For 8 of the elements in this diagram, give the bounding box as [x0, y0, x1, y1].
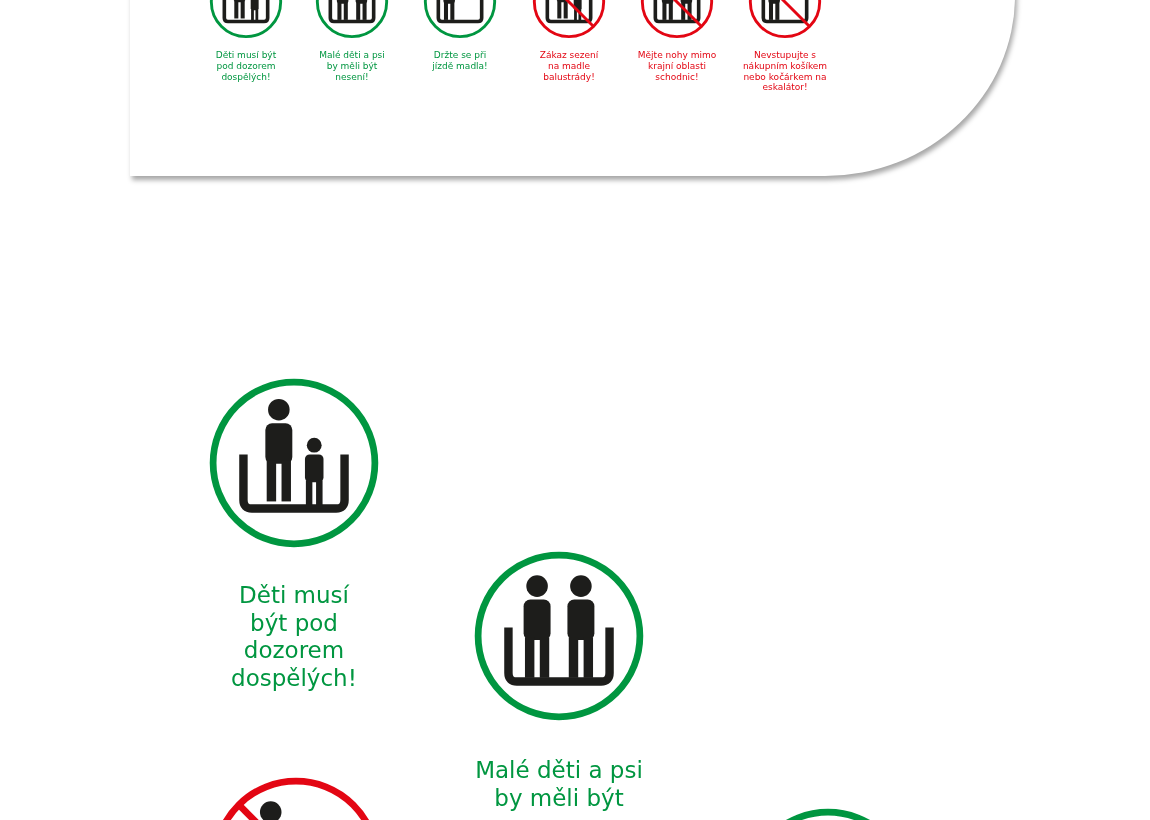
sign-caption: Malé děti a psi by měli být nesení!: [318, 50, 386, 83]
sign-caption: Děti musí být pod dozorem dospělých!: [214, 50, 278, 83]
sign-caption: Mějte nohy mimo krajní oblasti schodnic!: [637, 50, 717, 83]
sign-caption: Děti musí být pod dozorem dospělých!: [230, 582, 358, 693]
sign-caption: Držte se při jízdě madla!: [431, 50, 489, 72]
sign-caption: Malé děti a psi by měli být: [474, 757, 644, 813]
sign-caption: Nevstupujte s nákupním košíkem nebo kočárkem na eskalátor!: [741, 50, 829, 94]
sign-caption: Zákaz sezení na madle balustrády!: [538, 50, 600, 83]
